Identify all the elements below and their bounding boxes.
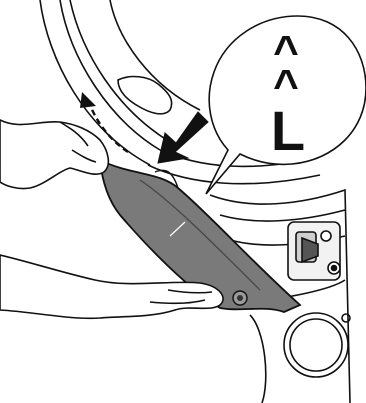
front-round-port bbox=[284, 313, 350, 377]
push-direction-arrow-icon bbox=[158, 112, 208, 163]
right-upper-hand bbox=[118, 77, 172, 114]
callout-letter: L bbox=[271, 99, 305, 162]
left-upper-hand bbox=[0, 120, 108, 189]
door-latch-block bbox=[288, 222, 340, 280]
